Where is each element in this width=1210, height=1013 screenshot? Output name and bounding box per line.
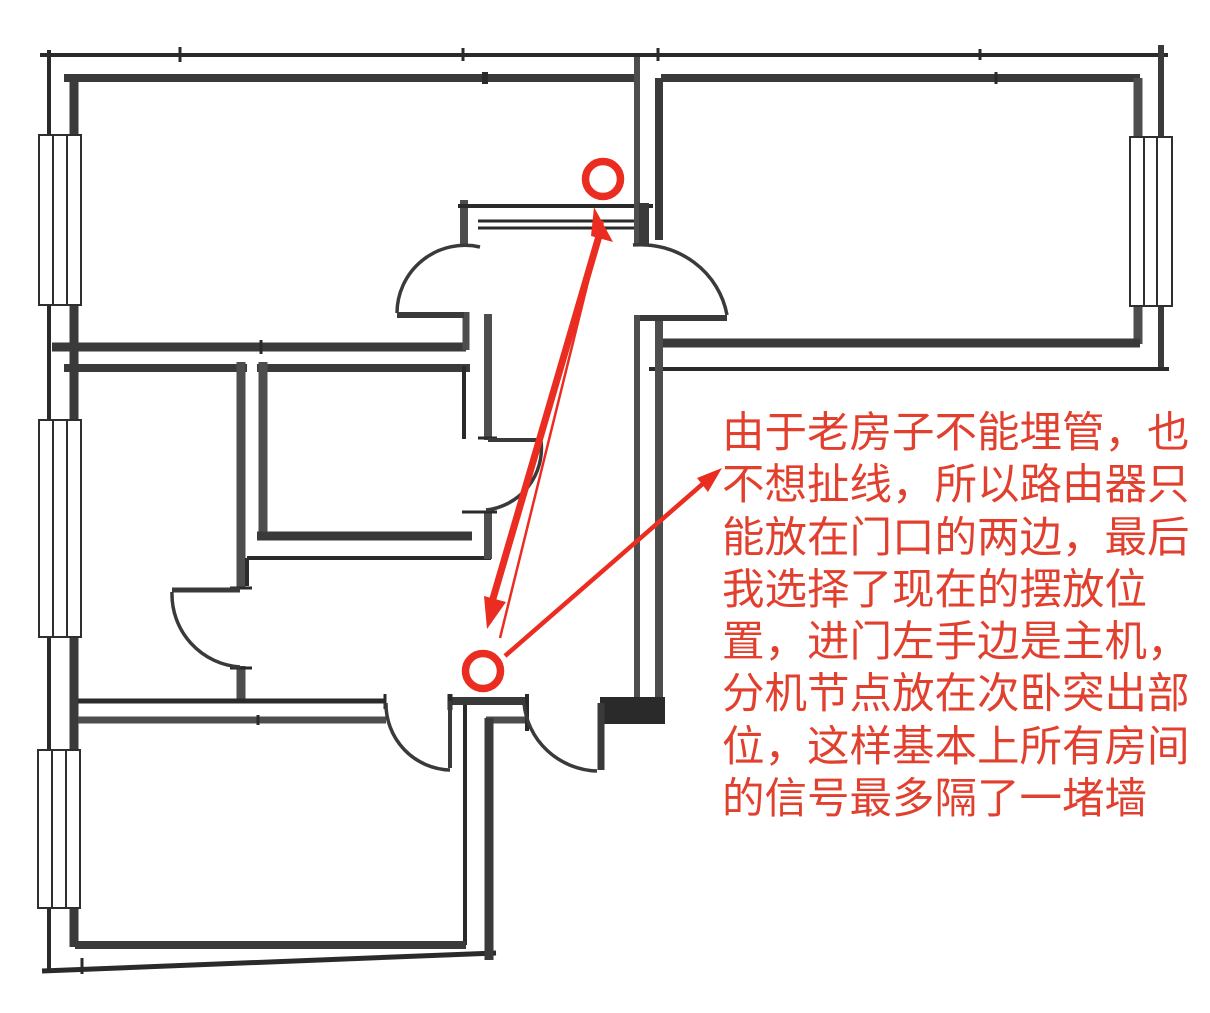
annotation-text: 由于老房子不能埋管，也 不想扯线，所以路由器只 能放在门口的两边，最后 我选择了… <box>722 408 1190 826</box>
annotation-line: 分机节点放在次卧突出部 <box>722 671 1190 719</box>
window-symbol <box>38 134 82 306</box>
wall-block <box>600 697 665 724</box>
marker-link-arrow-shaft <box>488 235 603 603</box>
annotation-arrows-layer <box>461 157 722 693</box>
marker-to-text-arrowhead <box>697 468 722 492</box>
marker-link-thin-line <box>498 220 605 639</box>
annotation-line: 由于老房子不能埋管，也 <box>722 410 1190 457</box>
marker-link-arrowhead <box>484 596 506 629</box>
window-symbol <box>1129 136 1173 307</box>
annotation-line: 置，进门左手边是主机， <box>722 619 1190 667</box>
door-swing-arc <box>395 243 481 314</box>
annotation-line: 位，这样基本上所有房间 <box>722 723 1190 771</box>
window-symbol <box>37 749 81 909</box>
extension-node-marker <box>581 157 625 201</box>
windows-layer <box>37 134 1173 909</box>
door-swing-arc <box>384 702 451 772</box>
annotation-line: 不想扯线，所以路由器只 <box>722 462 1190 510</box>
annotation-line: 的信号最多隔了一堵墙 <box>722 776 1148 824</box>
walls-layer <box>40 45 1169 974</box>
door-swing-arc <box>170 591 241 669</box>
doors-layer <box>170 242 729 773</box>
door-swing-arc <box>522 702 598 773</box>
window-symbol <box>38 419 82 638</box>
annotation-line: 能放在门口的两边，最后 <box>722 514 1190 562</box>
door-swing-arc <box>632 242 729 316</box>
marker-to-text-arrow-shaft <box>503 479 708 658</box>
wall-segment <box>41 950 497 974</box>
main-router-marker <box>461 649 505 693</box>
annotation-line: 我选择了现在的摆放位 <box>722 566 1148 614</box>
